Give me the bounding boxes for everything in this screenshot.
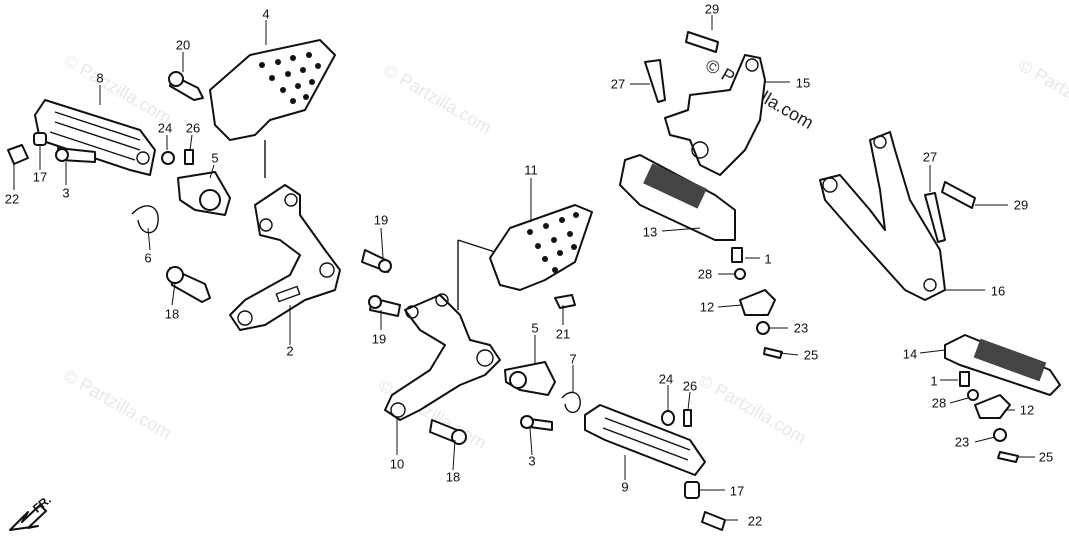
callout-13: 13: [642, 224, 658, 240]
callout-3: 3: [528, 453, 536, 469]
callout-28: 28: [931, 395, 947, 411]
spring-1-lower: [959, 371, 970, 387]
callout-15: 15: [795, 75, 811, 91]
pin-25-upper: [763, 347, 783, 359]
step-bracket-left: [229, 184, 341, 331]
bolt-29-right: [941, 181, 976, 209]
callout-3: 3: [62, 185, 70, 201]
callout-21: 21: [555, 326, 571, 342]
callout-29: 29: [704, 1, 720, 17]
heel-guard-center: [457, 204, 593, 310]
spring-1-upper: [731, 247, 743, 263]
callout-19: 19: [371, 331, 387, 347]
callout-10: 10: [389, 456, 405, 472]
callout-6: 6: [144, 250, 152, 266]
callout-26: 26: [682, 378, 698, 394]
callout-19: 19: [373, 212, 389, 228]
callout-9: 9: [621, 479, 629, 495]
callout-7: 7: [569, 351, 577, 367]
callout-27: 27: [610, 76, 626, 92]
leader-lines: [13, 15, 1035, 521]
step-bracket-center: [384, 293, 501, 421]
collar-17-left: [33, 132, 47, 146]
callout-26: 26: [185, 120, 201, 136]
washer-24-center: [661, 410, 675, 426]
callout-24: 24: [157, 120, 173, 136]
callout-17: 17: [729, 483, 745, 499]
pin-25-lower: [997, 451, 1019, 463]
pin-27-top: [644, 59, 666, 103]
callout-1: 1: [930, 373, 938, 389]
bolt-22-left: [7, 144, 29, 165]
callout-28: 28: [697, 266, 713, 282]
footpeg-right-upper: [619, 154, 736, 241]
callout-14: 14: [902, 346, 918, 362]
callout-12: 12: [1019, 402, 1035, 418]
footpeg-left: [34, 99, 156, 176]
footpeg-right-lower: [944, 334, 1061, 396]
plate-12-lower: [974, 394, 1011, 419]
callout-1: 1: [764, 251, 772, 267]
callout-4: 4: [262, 6, 270, 22]
ball-28-upper: [734, 268, 746, 280]
bolt-29-top: [685, 31, 719, 53]
step-bracket-right: [819, 131, 946, 301]
front-arrow-icon: [9, 504, 47, 531]
collar-17-center: [684, 481, 700, 499]
nut-23-upper: [756, 321, 770, 335]
callout-24: 24: [658, 371, 674, 387]
footpeg-center: [584, 404, 706, 476]
callout-18: 18: [445, 469, 461, 485]
callout-11: 11: [524, 162, 538, 178]
callout-20: 20: [175, 37, 191, 53]
callout-22: 22: [4, 191, 20, 207]
callout-25: 25: [1038, 449, 1054, 465]
callout-16: 16: [990, 283, 1006, 299]
bolt-22-center: [701, 511, 726, 531]
pin-27-right: [924, 192, 946, 243]
bolt-21: [554, 294, 576, 309]
callout-25: 25: [803, 347, 819, 363]
callout-5: 5: [531, 320, 539, 336]
spring-7: [561, 391, 581, 414]
callout-23: 23: [954, 434, 970, 450]
step-bracket-right-top: [664, 54, 766, 176]
spring-26-center: [683, 409, 692, 427]
callout-23: 23: [793, 320, 809, 336]
callout-2: 2: [286, 343, 294, 359]
spring-26-left: [184, 149, 194, 165]
spring-6-left: [131, 205, 159, 234]
callout-17: 17: [32, 169, 48, 185]
callout-12: 12: [699, 299, 715, 315]
washer-24-left: [161, 151, 175, 165]
plate-12-upper: [739, 289, 776, 316]
nut-23-lower: [993, 428, 1007, 442]
callout-8: 8: [96, 70, 104, 86]
callout-5: 5: [211, 150, 219, 166]
callout-27: 27: [922, 149, 938, 165]
callout-18: 18: [164, 306, 180, 322]
heel-guard-left: [209, 39, 336, 178]
callout-29: 29: [1013, 197, 1029, 213]
callout-22: 22: [747, 513, 763, 529]
ball-28-lower: [967, 389, 979, 401]
